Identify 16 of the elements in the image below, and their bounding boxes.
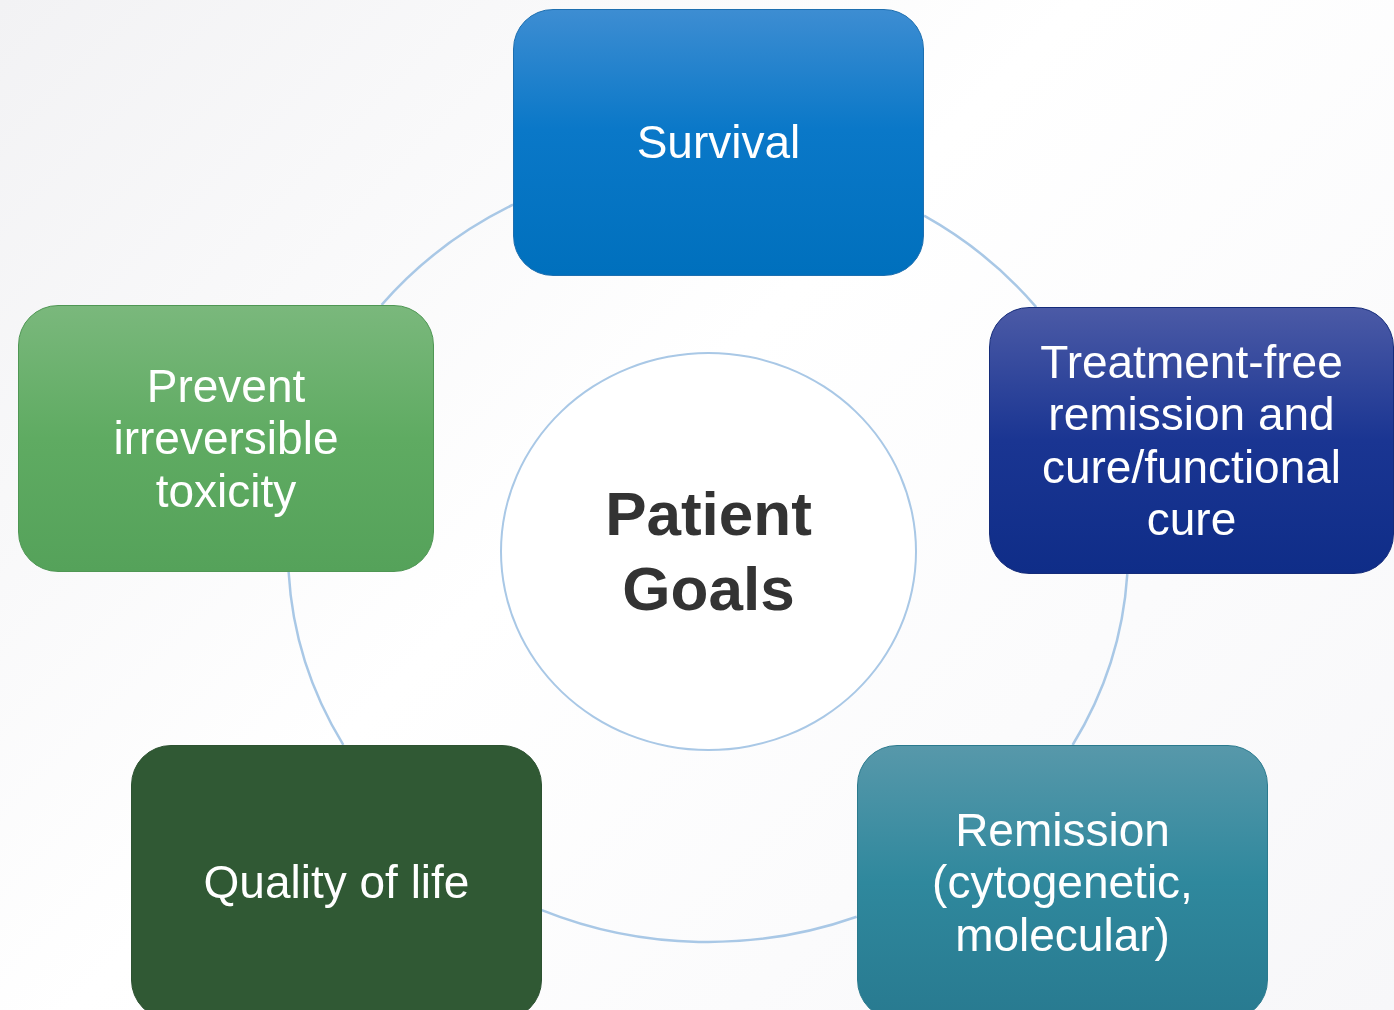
node-label: Remission (cytogenetic, molecular) [931,803,1194,962]
ring-arc [541,908,858,944]
node-label: Patient Goals [604,478,813,625]
node-label: Survival [636,116,801,169]
goal-box [989,307,1394,574]
goal-box [857,745,1268,1010]
ring-arc [380,203,514,306]
node-label: Prevent irreversible toxicity [112,359,340,518]
node-label: Quality of life [203,856,470,909]
ring-arc [923,214,1038,308]
ring-arc [1071,573,1129,746]
ring-arc [287,571,345,746]
goal-box [18,305,434,572]
goal-box [131,745,542,1010]
goal-box [513,9,924,276]
node-label: Treatment-free remission and cure/functional cure [1039,335,1344,546]
